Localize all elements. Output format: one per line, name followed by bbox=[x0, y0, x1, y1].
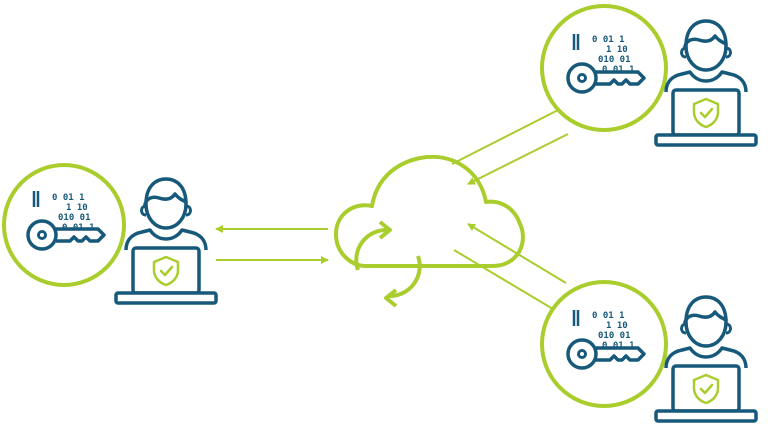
arrow-cloud-to-bottom-right bbox=[453, 249, 559, 313]
binary-row-4: 0 01 1 bbox=[602, 341, 635, 351]
binary-row-3: 010 01 bbox=[598, 55, 631, 65]
sync-arrow-bottom bbox=[387, 255, 422, 299]
arrow-top-right-to-cloud bbox=[467, 133, 569, 185]
left-key-badge: 0 01 1 1 10 010 01 0 01 1 bbox=[2, 163, 126, 287]
binary-row-2: 1 10 bbox=[66, 203, 88, 213]
binary-row-1: 0 01 1 bbox=[592, 311, 625, 321]
sync-arrowhead-top bbox=[378, 220, 392, 240]
arrow-bottom-right-to-cloud bbox=[467, 223, 567, 284]
cloud-sync-icon bbox=[334, 154, 525, 268]
binary-row-3: 010 01 bbox=[58, 213, 91, 223]
binary-row-4: 0 01 1 bbox=[602, 65, 635, 75]
sync-arrowhead-bottom bbox=[384, 288, 398, 308]
binary-row-2: 1 10 bbox=[606, 45, 628, 55]
cloud-sync bbox=[334, 154, 525, 308]
arrow-cloud-to-top-right bbox=[451, 105, 567, 165]
binary-row-1: 0 01 1 bbox=[52, 193, 85, 203]
left-user bbox=[114, 177, 218, 305]
binary-row-2: 1 10 bbox=[606, 321, 628, 331]
connectors bbox=[215, 105, 569, 313]
binary-row-3: 010 01 bbox=[598, 331, 631, 341]
top-right-key-badge: 0 01 1 1 10 010 01 0 01 1 bbox=[540, 4, 668, 132]
bottom-right-key-badge: 0 01 1 1 10 010 01 0 01 1 bbox=[540, 280, 668, 408]
bottom-right-user bbox=[654, 295, 758, 423]
sync-arrow-top bbox=[354, 227, 389, 271]
top-right-user bbox=[654, 19, 758, 147]
binary-row-1: 0 01 1 bbox=[592, 35, 625, 45]
binary-row-4: 0 01 1 bbox=[62, 223, 95, 233]
